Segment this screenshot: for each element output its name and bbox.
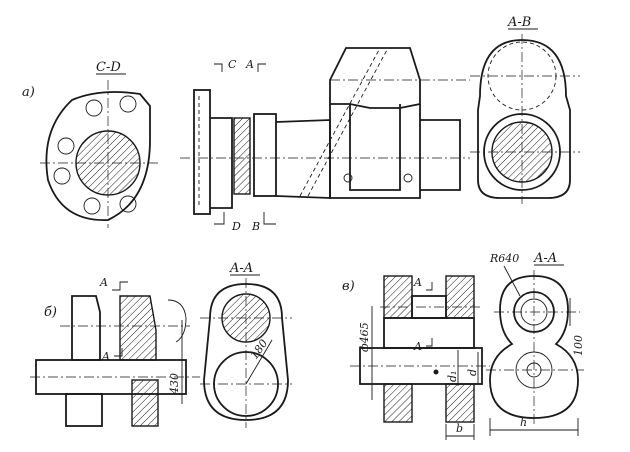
cut-mark-bottom-left: [214, 212, 225, 225]
part-v-label: в): [342, 279, 355, 294]
bolt-hole-5: [83, 197, 101, 215]
part-v-dim-100: 100: [572, 335, 585, 356]
part-b-lower-section: [131, 379, 159, 427]
part-b-web-section: [119, 295, 157, 361]
seal-rings-hatched: [233, 117, 251, 195]
cut-bottom-b: B: [251, 220, 260, 233]
bolt-hole-1: [85, 99, 103, 117]
part-v-right-web-bottom: [445, 383, 475, 423]
part-v-dim-d: d: [466, 369, 479, 376]
part-v-left-web-top: [383, 275, 413, 319]
bolt-hole-6: [119, 195, 137, 213]
section-ab-title: A-B: [507, 15, 531, 30]
part-b-dim-430: 430: [168, 373, 181, 395]
part-b-label: б): [44, 305, 57, 320]
oil-hole-1: [343, 173, 353, 183]
cut-top-a: A: [245, 58, 254, 71]
bolt-hole-4: [53, 167, 71, 185]
part-a-label: а): [22, 85, 35, 100]
part-a-group: а) C-D C A D B: [22, 15, 580, 233]
part-b-lower-web: [65, 393, 103, 427]
part-v-web-middle: [383, 317, 475, 349]
part-b-cut-mark-top: [112, 281, 128, 291]
part-b-radius-leader: [245, 339, 273, 385]
part-v-left-web-bottom: [383, 383, 413, 423]
part-b-side-view: A A 430: [30, 276, 200, 427]
part-v-section-aa: A-A R640 100 h: [486, 251, 585, 436]
part-v-cut-mark-top: [426, 282, 433, 291]
part-b-cut-bottom: A: [101, 350, 110, 363]
section-ab-view: A-B: [470, 15, 580, 204]
section-cd-title: C-D: [96, 60, 121, 75]
part-b-section-outline: [203, 283, 289, 421]
part-v-right-web-top: [445, 275, 475, 319]
part-v-cut-mark-bottom: [426, 338, 433, 347]
part-v-section-title: A-A: [533, 251, 557, 266]
cut-bottom-d: D: [231, 220, 241, 233]
cut-mark-top-left: [214, 63, 223, 72]
journal-stub: [210, 117, 233, 209]
bolt-hole-3: [57, 137, 75, 155]
crankshaft-flange: [193, 89, 211, 215]
part-b-section-aa: A-A 180: [200, 261, 292, 428]
section-ab-outline: [477, 39, 571, 199]
part-v-dim-r640: R640: [489, 252, 519, 265]
part-v-center-dot: [433, 369, 439, 375]
oil-channel-2: [307, 47, 389, 197]
cut-top-c: C: [228, 58, 237, 71]
oil-channel-1: [299, 47, 381, 197]
crank-web-top: [329, 47, 421, 109]
part-v-dim-b: b: [456, 422, 463, 435]
part-v-side-view: A A ф465 d₁ d b: [350, 275, 490, 440]
main-journal: [275, 119, 331, 199]
cut-mark-top-right: [257, 63, 266, 72]
part-v-dim-465: ф465: [358, 322, 371, 352]
part-b-left-web: [71, 295, 101, 361]
crankpin-slot: [349, 104, 401, 191]
output-journal: [420, 119, 461, 191]
part-b-fillet-detail: [167, 299, 187, 343]
cut-mark-bottom-right: [263, 212, 276, 225]
part-v-dim-h: h: [520, 416, 527, 429]
part-v-section-outline: [489, 275, 579, 419]
crank-web-body: [329, 104, 421, 199]
journal-collar: [253, 113, 277, 197]
part-v-group: в) A A ф465 d₁ d b: [342, 251, 585, 440]
crankshaft-front-view: C A D B: [180, 47, 470, 233]
part-b-group: б) A A 430 A-A 180: [30, 261, 292, 428]
part-b-section-title: A-A: [229, 261, 253, 276]
section-cd-view: C-D: [40, 60, 160, 228]
part-v-cut-top: A: [413, 276, 422, 289]
bolt-hole-2: [119, 95, 137, 113]
part-v-dim-d1: d₁: [446, 371, 459, 382]
oil-hole-2: [403, 173, 413, 183]
part-b-cut-top: A: [99, 276, 108, 289]
part-v-cut-bottom: A: [413, 340, 422, 353]
